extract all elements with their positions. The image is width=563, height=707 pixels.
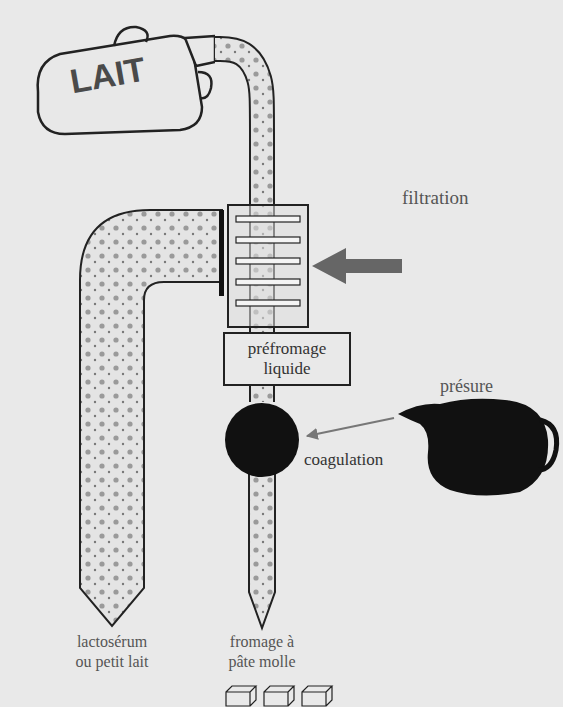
product-label: lactosérum ou petit lait: [70, 632, 154, 672]
product-label: fromage à pâte molle: [222, 632, 302, 672]
pitcher-handle: [538, 420, 557, 470]
process-label: filtration: [402, 188, 468, 208]
coagulation-disc: [224, 402, 300, 478]
pipe-content: [251, 386, 273, 402]
coagulation-circle: coagulation: [224, 402, 300, 478]
cheese-cubes: [226, 686, 332, 706]
filter-unit: [219, 205, 308, 327]
box-label: préfromage liquide: [237, 339, 337, 379]
process-box: préfromage liquide: [223, 332, 351, 386]
rennet-arrow: [307, 418, 394, 436]
step-label: coagulation: [304, 450, 383, 470]
pipe-wall: [249, 386, 275, 402]
rennet-pitcher: [398, 399, 548, 496]
pipe-connector: [262, 386, 263, 402]
process-label: présure: [440, 376, 493, 396]
filtration-arrow: [312, 248, 402, 284]
milk-can: LAIT: [30, 22, 215, 137]
whey-tube: [80, 210, 222, 626]
